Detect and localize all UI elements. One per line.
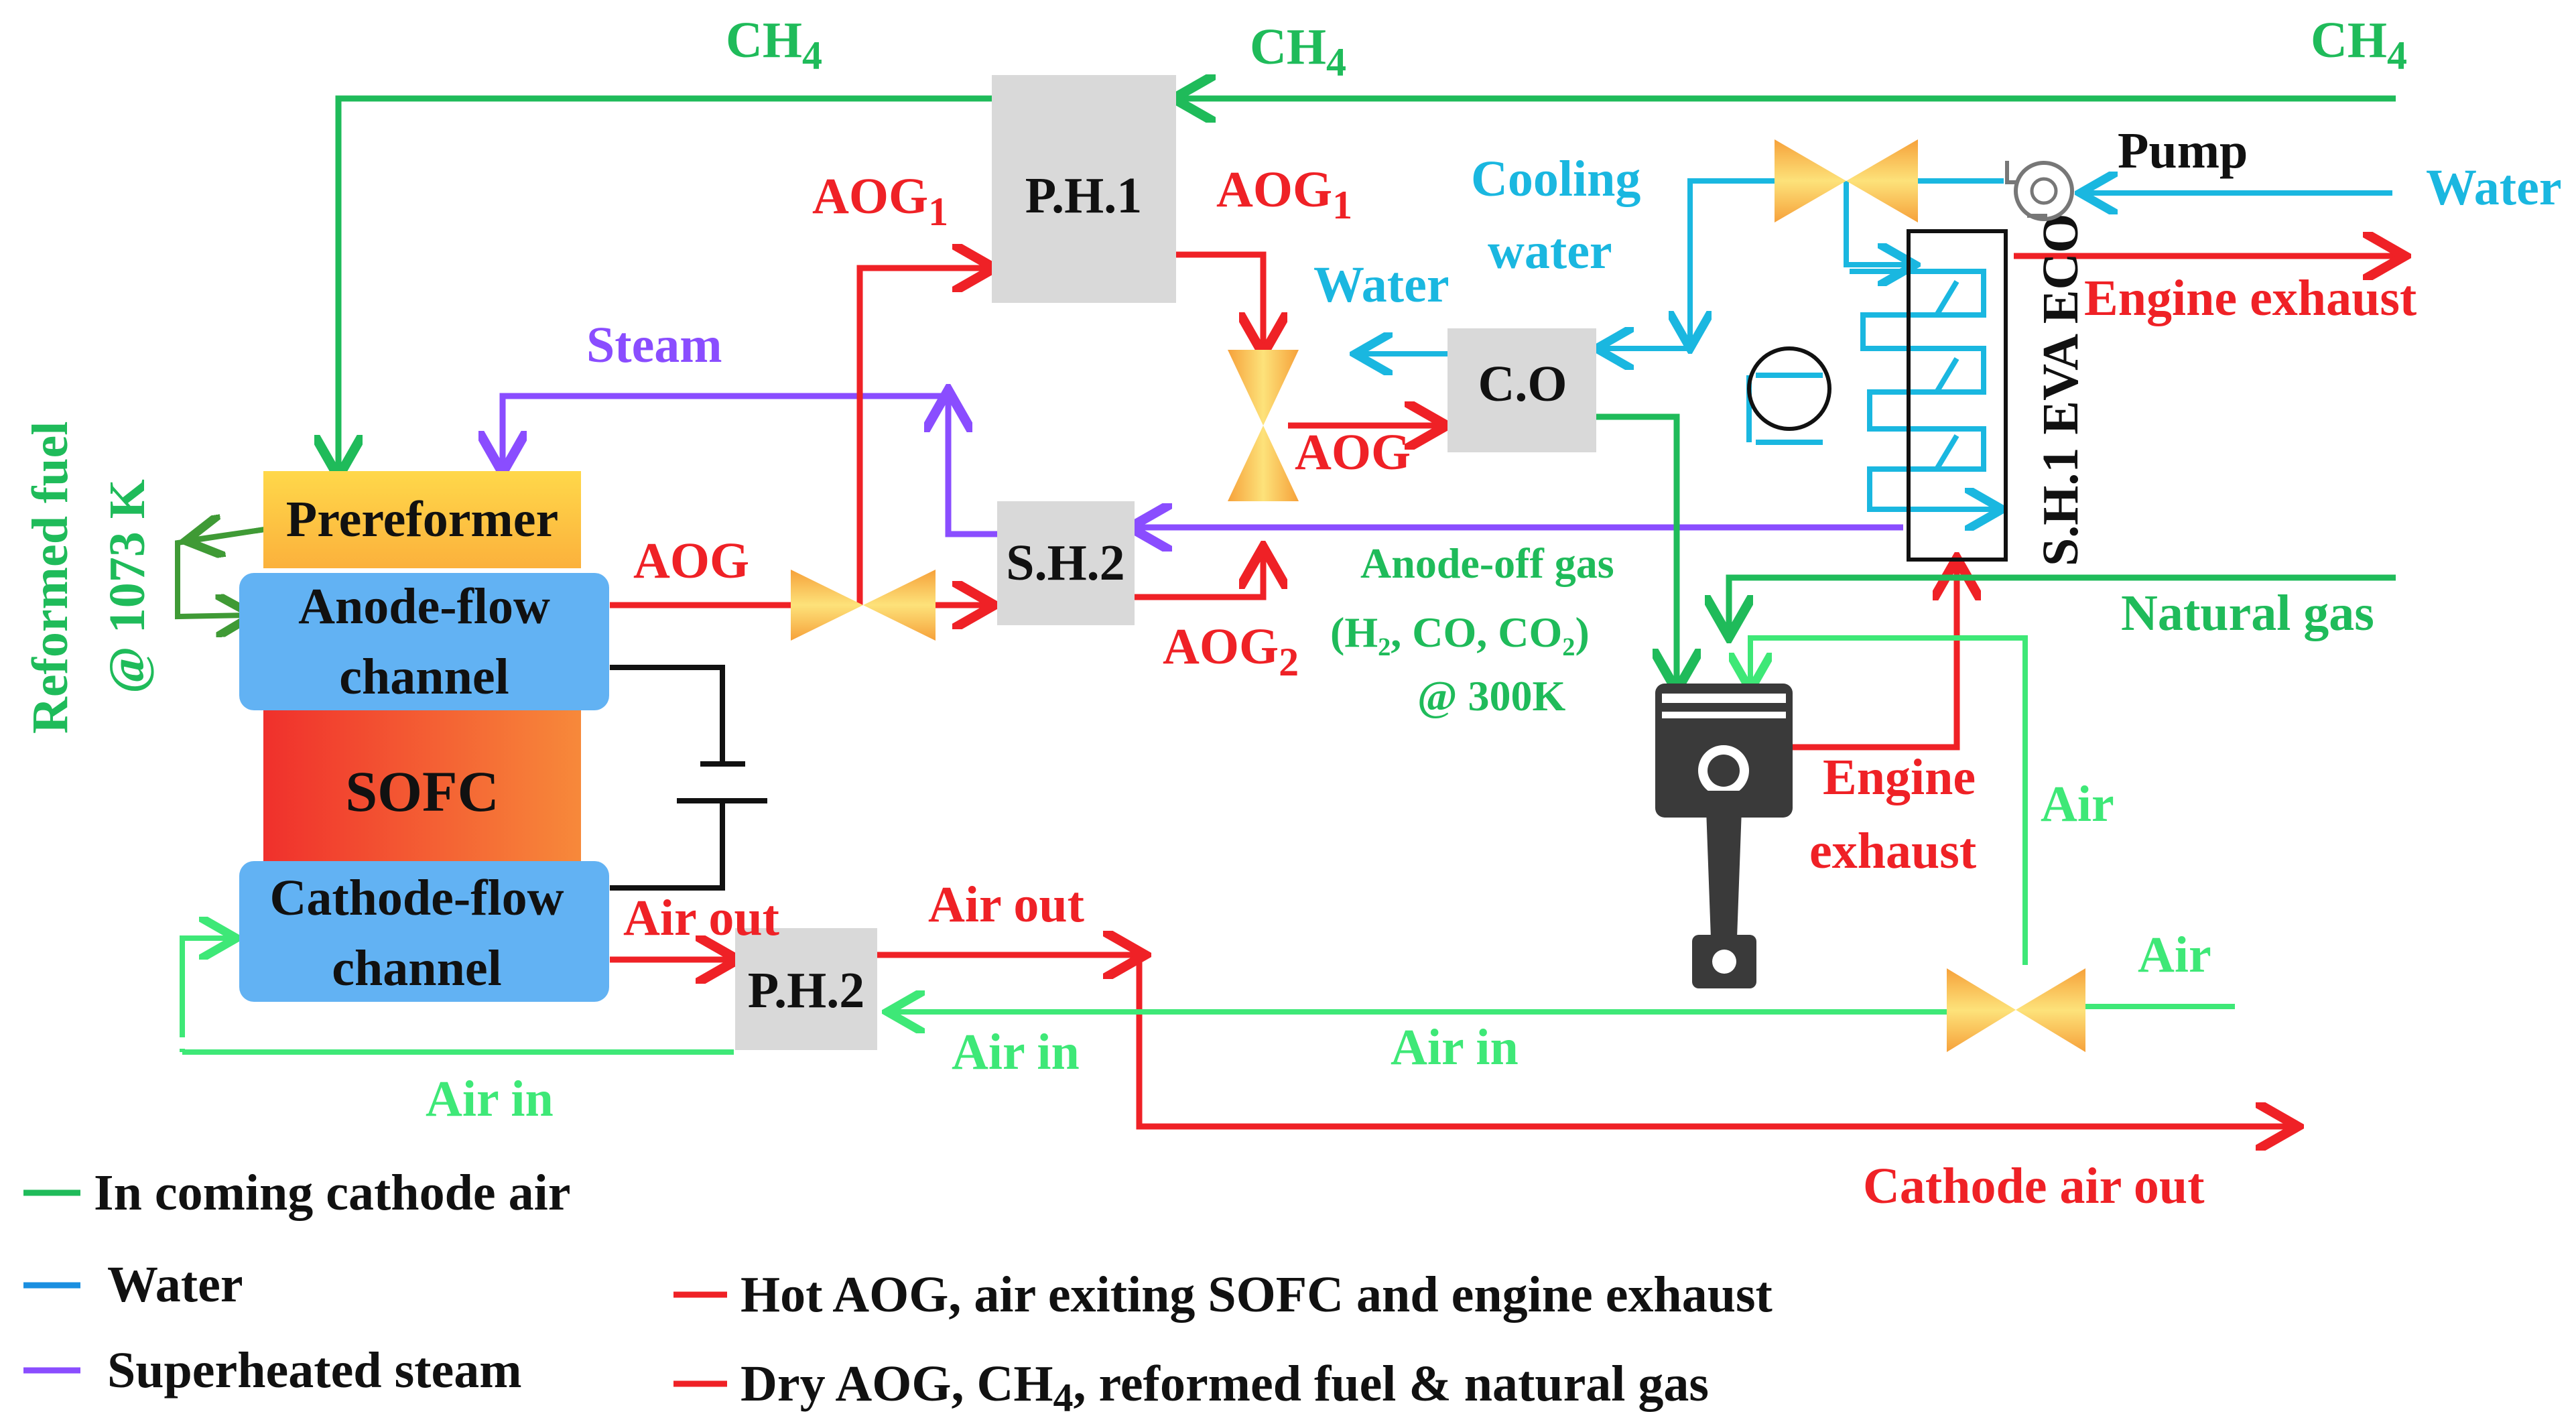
natural-gas-label: Natural gas xyxy=(2121,585,2374,641)
water-co-label: Water xyxy=(1313,257,1450,313)
air-out-label-1: Air out xyxy=(623,890,779,946)
ch4-right-label: CH4 xyxy=(2311,12,2407,78)
cooling-water-label-2: water xyxy=(1488,223,1612,279)
pump-label: Pump xyxy=(2118,123,2248,179)
reformed-fuel-label-1: Reformed fuel xyxy=(22,422,78,734)
preheater-1: P.H.1 xyxy=(992,75,1176,303)
sofc-label: SOFC xyxy=(345,759,499,824)
electrical-circuit xyxy=(610,665,767,891)
anode-off-gas-line xyxy=(1595,413,2396,685)
air-vertical-label: Air xyxy=(2041,776,2114,832)
svg-text:Water: Water xyxy=(107,1256,243,1313)
air-right-label: Air xyxy=(2138,927,2211,983)
legend-item-steam: Superheated steam xyxy=(23,1342,522,1399)
anode-off-gas-label-1: Anode-off gas xyxy=(1360,539,1614,587)
ph1-label: P.H.1 xyxy=(1025,168,1143,224)
sofc-stack: SOFC xyxy=(263,700,581,874)
hrsg-label: S.H.1 EVA ECO xyxy=(2033,213,2089,566)
svg-text:Hot AOG, air exiting SOFC and: Hot AOG, air exiting SOFC and engine exh… xyxy=(740,1267,1773,1323)
air-in-bottom-left-label: Air in xyxy=(426,1071,554,1127)
engine-exhaust-top-label: Engine exhaust xyxy=(2084,270,2417,326)
engine-exhaust-label-1: Engine xyxy=(1823,749,1976,805)
co-label: C.O xyxy=(1478,356,1567,412)
aog1-left-label: AOG1 xyxy=(812,168,948,234)
steam-line xyxy=(503,396,1903,534)
combustor: C.O xyxy=(1447,328,1596,452)
prereformer: Prereformer xyxy=(263,471,581,568)
cathode-air-out-label: Cathode air out xyxy=(1863,1158,2205,1214)
water-in-label: Water xyxy=(2426,159,2562,216)
engine-exhaust-line xyxy=(1789,256,2399,751)
preheater-2: P.H.2 xyxy=(735,928,877,1050)
aog2-label: AOG2 xyxy=(1163,619,1299,684)
reformed-fuel-loop xyxy=(175,529,265,617)
anode-off-gas-label-3: @ 300K xyxy=(1417,672,1566,720)
water-lines xyxy=(1360,181,2392,509)
svg-text:Dry AOG, CH4, reformed fuel &: Dry AOG, CH4, reformed fuel & natural ga… xyxy=(740,1356,1709,1420)
anode-off-gas-label-2: (H₂, CO, CO₂) xyxy=(1330,608,1590,656)
cathode-label-line2: channel xyxy=(332,940,501,996)
aog-anode-label: AOG xyxy=(633,533,749,589)
superheater-2: S.H.2 xyxy=(997,501,1135,625)
aog1-right-label: AOG1 xyxy=(1216,161,1352,227)
engine-exhaust-label-2: exhaust xyxy=(1809,823,1976,879)
drum-icon xyxy=(1747,346,1831,431)
anode-label-line2: channel xyxy=(339,649,509,705)
air-in-right-label: Air in xyxy=(1391,1019,1519,1076)
legend: In coming cathode air Water Superheated … xyxy=(23,1165,1773,1420)
steam-label: Steam xyxy=(586,317,722,373)
legend-item-hot-aog: Hot AOG, air exiting SOFC and engine exh… xyxy=(673,1267,1773,1323)
anode-label-line1: Anode-flow xyxy=(298,578,550,635)
cooling-water-label-1: Cooling xyxy=(1471,151,1640,207)
engine-piston-icon xyxy=(1655,684,1793,988)
valve-water xyxy=(1775,139,1918,222)
ph2-label: P.H.2 xyxy=(748,962,865,1019)
legend-item-dry-aog: Dry AOG, CH4, reformed fuel & natural ga… xyxy=(673,1356,1709,1420)
svg-text:In coming cathode air: In coming cathode air xyxy=(94,1165,570,1221)
air-in-mid-label: Air in xyxy=(952,1024,1080,1080)
cathode-label-line1: Cathode-flow xyxy=(269,870,564,926)
legend-item-water: Water xyxy=(23,1256,243,1313)
ch4-line xyxy=(338,99,2396,471)
valve-anode xyxy=(791,570,936,641)
prereformer-label: Prereformer xyxy=(286,491,558,547)
hrsg-unit: S.H.1 EVA ECO xyxy=(1747,213,2089,566)
air-lines xyxy=(180,635,2235,1055)
cathode-flow-channel: Cathode-flow channel xyxy=(239,861,609,1002)
legend-item-cathode-air: In coming cathode air xyxy=(23,1165,570,1221)
reformed-fuel-label-2: @ 1073 K xyxy=(99,479,155,694)
ch4-mid-label: CH4 xyxy=(1250,19,1346,84)
ch4-left-label: CH4 xyxy=(726,12,822,78)
pump-icon xyxy=(2005,161,2074,221)
air-out-label-2: Air out xyxy=(928,877,1084,933)
aog-mixer-label: AOG xyxy=(1295,424,1411,480)
sh2-label: S.H.2 xyxy=(1006,535,1124,591)
anode-flow-channel: Anode-flow channel xyxy=(239,573,609,710)
svg-text:Superheated steam: Superheated steam xyxy=(107,1342,522,1399)
valve-air xyxy=(1947,968,2085,1052)
valve-mixer xyxy=(1228,350,1299,501)
aog-lines xyxy=(610,255,1441,605)
